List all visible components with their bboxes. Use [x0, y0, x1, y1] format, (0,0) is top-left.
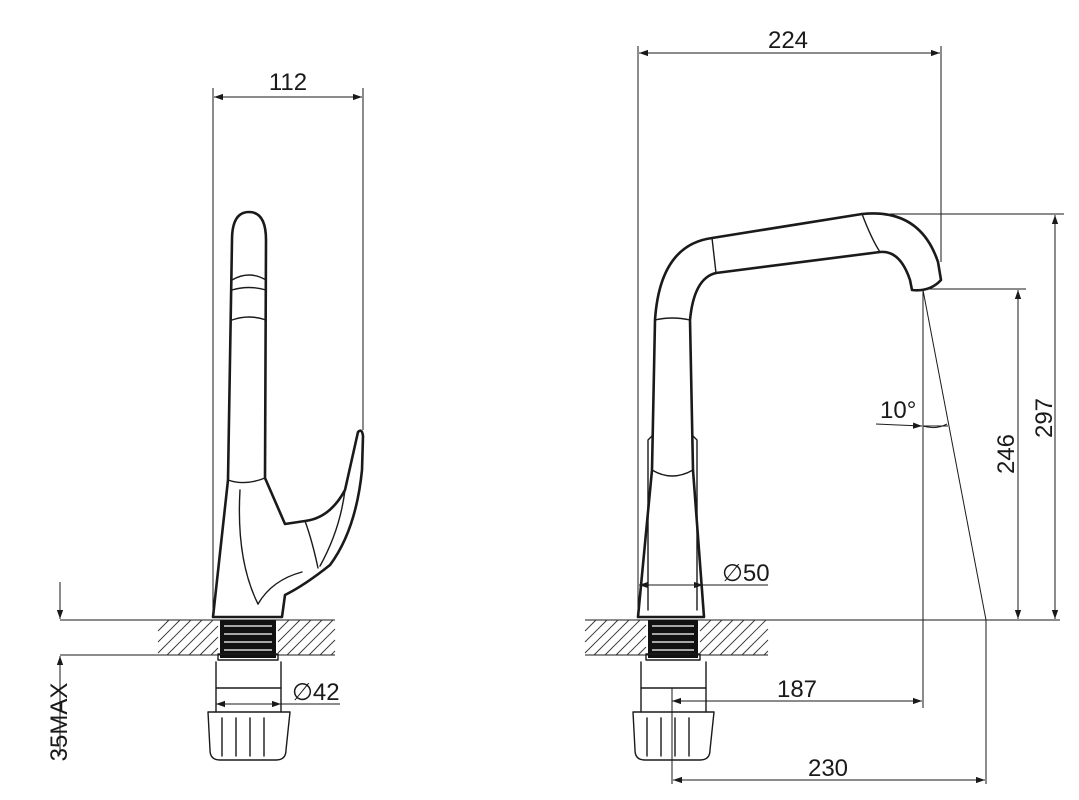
countertop-hatch-line: [277, 619, 312, 654]
countertop-hatch-line: [177, 619, 214, 656]
front-dim-reach-tip: 230: [673, 755, 985, 784]
front-dim-outlet-height-label: 246: [993, 434, 1020, 474]
front-dim-total-reach: 224: [637, 27, 942, 612]
front-dim-reach-outlet-label: 187: [777, 676, 817, 703]
countertop-hatch-line: [308, 628, 336, 656]
countertop-hatch-line: [615, 624, 647, 656]
countertop-hatch-line: [719, 619, 756, 656]
countertop-hatch-line: [157, 619, 181, 643]
countertop-hatch-line: [319, 639, 336, 656]
countertop-hatch-line: [699, 619, 734, 654]
countertop-hatch-line: [188, 625, 219, 656]
front-dim-reach-tip-label: 230: [808, 755, 848, 782]
front-dim-angle: 10°: [875, 397, 948, 429]
front-threaded-nut: [645, 620, 701, 661]
countertop-hatch-line: [166, 619, 203, 656]
side-dim-counter-max: 35MAX: [46, 582, 73, 761]
countertop-hatch-line: [593, 619, 630, 656]
side-view: 112 ∅42 35MAX: [46, 69, 365, 761]
countertop-hatch-line: [604, 619, 641, 656]
side-dim-counter-max-label: 35MAX: [46, 683, 73, 762]
side-dim-thread-dia: ∅42: [216, 679, 340, 708]
countertop-hatch-line: [157, 619, 170, 632]
side-threaded-nut: [217, 620, 279, 661]
countertop-hatch-line: [157, 619, 192, 654]
countertop-hatch-line: [699, 619, 723, 643]
side-dim-thread-dia-label: ∅42: [292, 679, 340, 706]
countertop-hatch-line: [199, 636, 219, 656]
countertop-hatch-line: [763, 650, 769, 656]
front-dim-base-dia: ∅50: [639, 560, 770, 589]
front-water-angle-lines: [922, 289, 987, 784]
side-dim-width: 112: [212, 69, 364, 612]
front-dim-base-dia-label: ∅50: [722, 560, 770, 587]
countertop-hatch-line: [699, 619, 712, 632]
countertop-hatch-line: [584, 619, 608, 643]
countertop-hatch-line: [752, 639, 769, 656]
countertop-hatch-line: [277, 619, 301, 643]
front-hose-fitting: [632, 661, 715, 761]
side-faucet-body: [211, 210, 365, 619]
countertop-hatch-line: [730, 619, 767, 656]
front-dim-total-height-label: 297: [1031, 398, 1058, 438]
side-hose-fitting: [207, 661, 291, 761]
countertop-hatch-line: [637, 646, 647, 656]
front-dim-reach-outlet: 187: [671, 676, 922, 784]
countertop-hatch-line: [286, 619, 323, 656]
side-countertop: [60, 619, 336, 656]
front-faucet-body: [636, 212, 943, 619]
countertop-hatch-line: [708, 619, 745, 656]
countertop-hatch-line: [277, 619, 290, 632]
front-dim-angle-label: 10°: [880, 397, 916, 424]
front-dim-total-height: 297: [890, 213, 1064, 619]
countertop-hatch-line: [741, 628, 769, 656]
front-view: 224 297 246 10° ∅50: [584, 27, 1064, 784]
side-dim-width-label: 112: [269, 69, 307, 96]
countertop-hatch-line: [626, 635, 647, 656]
front-dim-total-reach-label: 224: [768, 27, 808, 54]
countertop-hatch-line: [330, 650, 336, 656]
countertop-hatch-line: [584, 619, 597, 632]
countertop-hatch-line: [297, 619, 334, 656]
countertop-hatch-line: [210, 647, 219, 656]
countertop-hatch-line: [584, 619, 619, 654]
front-dim-outlet-height: 246: [925, 288, 1026, 619]
